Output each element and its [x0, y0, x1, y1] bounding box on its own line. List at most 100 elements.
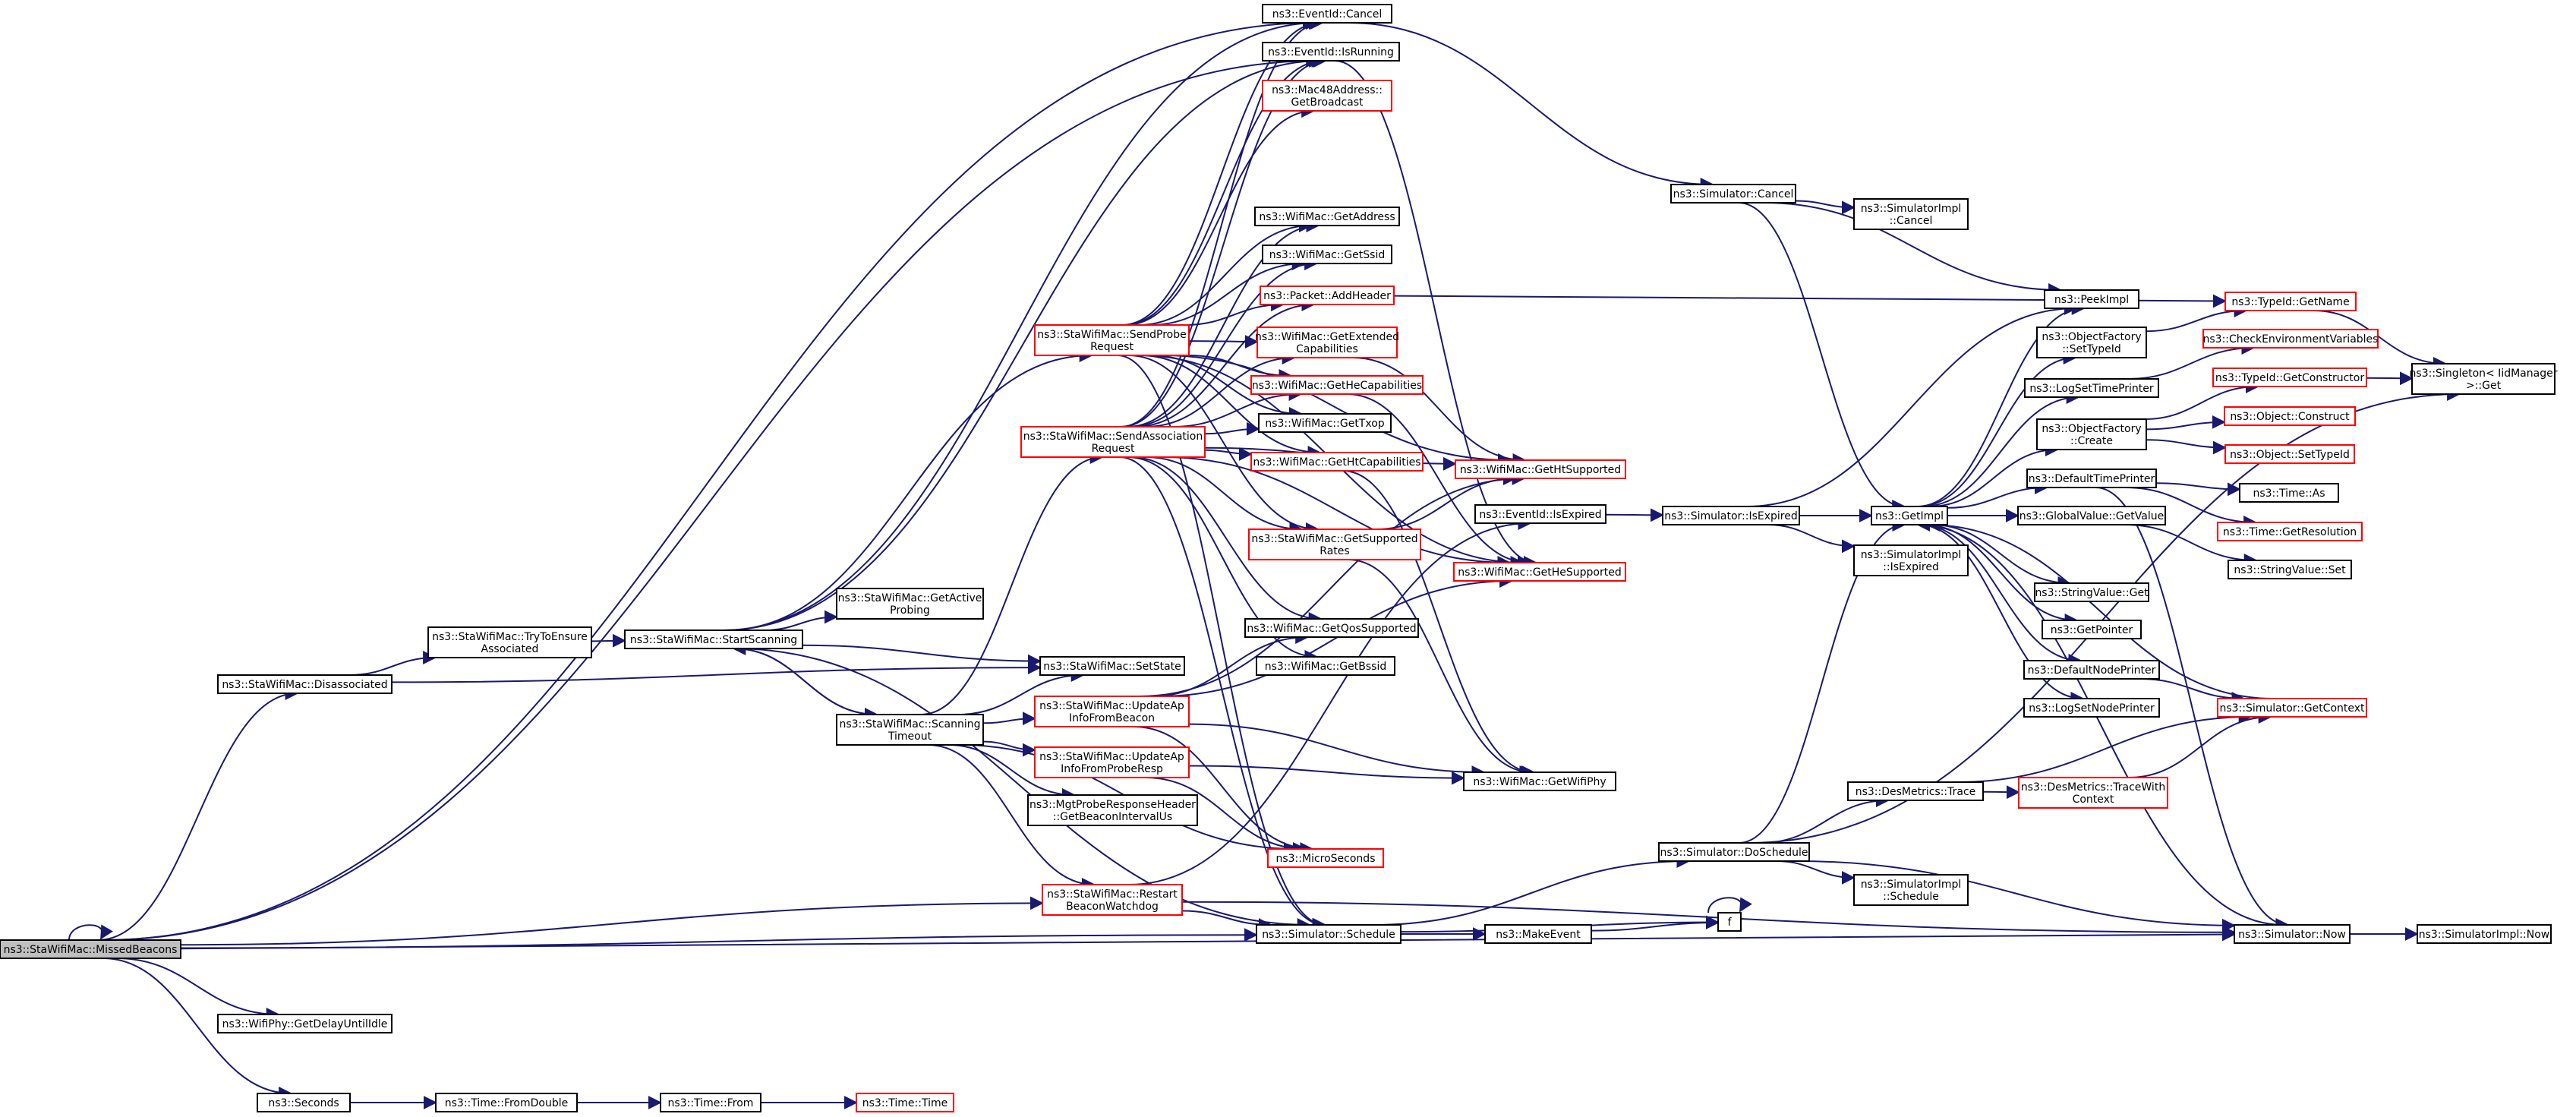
node-f-node[interactable]: f — [1717, 912, 1742, 932]
node-time-as[interactable]: ns3::Time::As — [2239, 483, 2339, 503]
node-make-event[interactable]: ns3::MakeEvent — [1484, 924, 1592, 944]
edge-send_assoc_request-to-get_ht_caps — [1204, 446, 1253, 461]
node-from-double[interactable]: ns3::Time::FromDouble — [435, 1093, 578, 1112]
node-box — [836, 714, 984, 746]
node-disassociated[interactable]: ns3::StaWifiMac::Disassociated — [217, 674, 393, 694]
edge-scanning_timeout-to-update_ap_probe — [982, 740, 1036, 757]
node-sim-now[interactable]: ns3::Simulator::Now — [2234, 924, 2351, 944]
node-mac48-broadcast[interactable]: ns3::Mac48Address::GetBroadcast — [1262, 80, 1392, 112]
node-sim-is-expired[interactable]: ns3::Simulator::IsExpired — [1662, 506, 1800, 525]
node-obj-factory-set-type[interactable]: ns3::ObjectFactory::SetTypeId — [2036, 327, 2147, 358]
node-label: Associated — [481, 643, 539, 655]
node-label: ns3::WifiMac::GetHeCapabilities — [1252, 380, 1422, 392]
node-event-is-running[interactable]: ns3::EventId::IsRunning — [1262, 42, 1400, 62]
node-label: ::Create — [2070, 435, 2113, 447]
node-log-set-node-printer[interactable]: ns3::LogSetNodePrinter — [2023, 698, 2160, 718]
node-check-env-vars[interactable]: ns3::CheckEnvironmentVariables — [2202, 329, 2379, 349]
node-event-is-expired[interactable]: ns3::EventId::IsExpired — [1474, 504, 1606, 524]
node-get-he-supported[interactable]: ns3::WifiMac::GetHeSupported — [1453, 562, 1626, 582]
node-label: ns3::SimulatorImpl::Now — [2419, 929, 2550, 941]
node-time-from[interactable]: ns3::Time::From — [660, 1093, 761, 1112]
edge-update_ap_beacon-to-get_wifi_phy — [1188, 723, 1486, 779]
node-get-delay-until-idle[interactable]: ns3::WifiPhy::GetDelayUntilIdle — [217, 1014, 393, 1033]
node-get-txop[interactable]: ns3::WifiMac::GetTxop — [1258, 413, 1392, 433]
edge-log_set_time_printer-to-check_env_vars — [2128, 341, 2256, 380]
edge-obj_factory_set_type-to-typeid_get_name — [2146, 304, 2248, 333]
node-label: ns3::TypeId::GetName — [2231, 296, 2349, 308]
node-box — [2411, 363, 2556, 395]
node-object-construct[interactable]: ns3::Object::Construct — [2224, 406, 2356, 426]
node-set-state[interactable]: ns3::StaWifiMac::SetState — [1039, 656, 1185, 676]
node-get-qos-supported[interactable]: ns3::WifiMac::GetQosSupported — [1244, 618, 1419, 638]
node-sim-schedule[interactable]: ns3::Simulator::Schedule — [1256, 924, 1402, 944]
node-simimpl-schedule[interactable]: ns3::SimulatorImpl::Schedule — [1853, 874, 1969, 906]
node-typeid-get-name[interactable]: ns3::TypeId::GetName — [2224, 292, 2357, 311]
node-box — [2036, 418, 2147, 450]
node-micro-seconds[interactable]: ns3::MicroSeconds — [1267, 848, 1384, 868]
node-box — [1042, 884, 1183, 916]
node-default-time-printer[interactable]: ns3::DefaultTimePrinter — [2026, 469, 2157, 488]
node-missed-beacons[interactable]: ns3::StaWifiMac::MissedBeacons — [0, 939, 181, 959]
node-get-ssid[interactable]: ns3::WifiMac::GetSsid — [1262, 245, 1392, 264]
node-global-value-get[interactable]: ns3::GlobalValue::GetValue — [2017, 506, 2166, 525]
node-get-pointer[interactable]: ns3::GetPointer — [2042, 620, 2142, 639]
node-sim-cancel[interactable]: ns3::Simulator::Cancel — [1670, 184, 1796, 204]
node-peek-impl[interactable]: ns3::PeekImpl — [2044, 289, 2139, 309]
node-label: ::Cancel — [1890, 215, 1933, 227]
node-default-node-printer[interactable]: ns3::DefaultNodePrinter — [2023, 660, 2160, 680]
node-typeid-get-ctor[interactable]: ns3::TypeId::GetConstructor — [2212, 368, 2367, 387]
node-string-value-get[interactable]: ns3::StringValue::Get — [2034, 582, 2149, 602]
edge-event_is_expired-to-sim_is_expired — [1605, 508, 1664, 522]
node-sim-get-context[interactable]: ns3::Simulator::GetContext — [2217, 698, 2367, 718]
node-get-address[interactable]: ns3::WifiMac::GetAddress — [1254, 207, 1400, 226]
node-time-get-resolution[interactable]: ns3::Time::GetResolution — [2217, 522, 2363, 541]
edge-get_supported_rates-to-get_ht_supported — [1376, 472, 1517, 530]
node-event-cancel[interactable]: ns3::EventId::Cancel — [1262, 4, 1392, 24]
node-start-scanning[interactable]: ns3::StaWifiMac::StartScanning — [624, 629, 803, 649]
node-label: ns3::StaWifiMac::GetSupported — [1251, 533, 1417, 545]
edge-des_trace_ctx-to-sim_get_context — [2128, 710, 2272, 778]
node-get-ht-supported[interactable]: ns3::WifiMac::GetHtSupported — [1455, 459, 1626, 479]
node-string-value-set[interactable]: ns3::StringValue::Set — [2228, 560, 2352, 579]
node-simimpl-cancel[interactable]: ns3::SimulatorImpl::Cancel — [1853, 198, 1969, 230]
node-get-bssid[interactable]: ns3::WifiMac::GetBssid — [1256, 656, 1395, 676]
node-simimpl-now[interactable]: ns3::SimulatorImpl::Now — [2417, 924, 2552, 944]
node-label: ns3::WifiMac::GetHtCapabilities — [1253, 456, 1420, 469]
edge-sim_cancel-to-peek_impl — [1764, 202, 2063, 297]
edge-scanning_timeout-to-update_ap_beacon — [982, 712, 1036, 726]
node-box — [2042, 620, 2142, 639]
node-get-he-caps[interactable]: ns3::WifiMac::GetHeCapabilities — [1250, 375, 1424, 395]
node-update-ap-probe[interactable]: ns3::StaWifiMac::UpdateApInfoFromProbeRe… — [1034, 746, 1190, 778]
edge-scanning_timeout-to-start_scanning — [732, 642, 878, 715]
node-log-set-time-printer[interactable]: ns3::LogSetTimePrinter — [2024, 378, 2159, 398]
node-singleton-get[interactable]: ns3::Singleton< IidManager >::Get — [2410, 363, 2558, 395]
node-seconds[interactable]: ns3::Seconds — [257, 1093, 351, 1112]
node-object-set-type[interactable]: ns3::Object::SetTypeId — [2224, 444, 2355, 464]
node-box — [2044, 289, 2139, 309]
node-get-impl[interactable]: ns3::GetImpl — [1871, 506, 1948, 525]
node-time-time[interactable]: ns3::Time::Time — [856, 1093, 954, 1112]
node-box — [2202, 329, 2379, 349]
node-simimpl-is-expired[interactable]: ns3::SimulatorImpl::IsExpired — [1853, 544, 1969, 576]
node-obj-factory-create[interactable]: ns3::ObjectFactory::Create — [2036, 418, 2147, 450]
node-sim-do-schedule[interactable]: ns3::Simulator::DoSchedule — [1658, 842, 1810, 862]
node-box — [2034, 582, 2149, 602]
node-get-ht-caps[interactable]: ns3::WifiMac::GetHtCapabilities — [1250, 452, 1424, 472]
node-packet-add-header[interactable]: ns3::Packet::AddHeader — [1260, 286, 1395, 305]
node-label: ns3::MakeEvent — [1496, 929, 1581, 941]
node-des-trace[interactable]: ns3::DesMetrics::Trace — [1847, 781, 1984, 801]
node-box — [1262, 42, 1400, 62]
node-mgt-probe-resp[interactable]: ns3::MgtProbeResponseHeader::GetBeaconIn… — [1027, 794, 1198, 826]
node-get-wifi-phy[interactable]: ns3::WifiMac::GetWifiPhy — [1463, 771, 1616, 791]
